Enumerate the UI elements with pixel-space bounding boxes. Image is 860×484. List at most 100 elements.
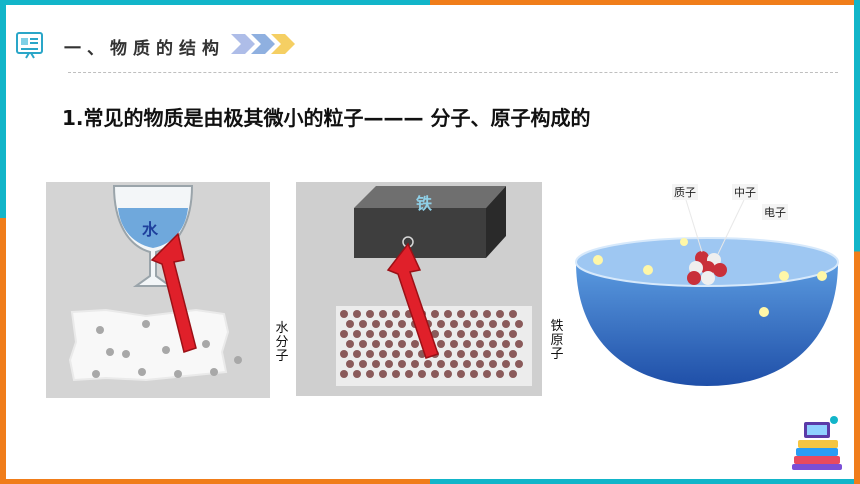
- iron-particle: [515, 340, 523, 348]
- iron-particle: [424, 360, 432, 368]
- iron-particle: [489, 360, 497, 368]
- iron-particle: [385, 320, 393, 328]
- iron-particle: [359, 360, 367, 368]
- iron-particle: [509, 350, 517, 358]
- iron-particle: [411, 360, 419, 368]
- iron-particle: [372, 340, 380, 348]
- iron-particle: [392, 310, 400, 318]
- iron-atom-figure: 铁: [296, 182, 542, 396]
- water-molecule-figure: 水: [46, 182, 270, 398]
- bottom-accent-bar-orange: [0, 479, 430, 484]
- iron-particle: [340, 350, 348, 358]
- iron-particle: [353, 350, 361, 358]
- iron-particle: [353, 370, 361, 378]
- iron-particle: [489, 340, 497, 348]
- iron-particle: [496, 350, 504, 358]
- iron-particle: [476, 360, 484, 368]
- iron-particle: [385, 340, 393, 348]
- iron-particle: [379, 370, 387, 378]
- iron-particle: [483, 370, 491, 378]
- iron-particle: [502, 340, 510, 348]
- iron-particle: [457, 370, 465, 378]
- presentation-board-icon: [14, 28, 46, 64]
- iron-particle: [346, 340, 354, 348]
- iron-particle: [353, 310, 361, 318]
- bottom-accent-bar: [430, 479, 860, 484]
- iron-particle: [379, 310, 387, 318]
- iron-particle: [437, 360, 445, 368]
- iron-particle: [372, 320, 380, 328]
- iron-particle: [470, 330, 478, 338]
- triple-chevron-right-icon: [231, 31, 301, 61]
- iron-particle: [340, 310, 348, 318]
- iron-particle: [346, 360, 354, 368]
- iron-particle: [450, 360, 458, 368]
- iron-particle: [483, 310, 491, 318]
- iron-particle: [483, 330, 491, 338]
- iron-particle: [340, 370, 348, 378]
- iron-particle: [437, 320, 445, 328]
- iron-particle: [463, 340, 471, 348]
- iron-particle: [431, 310, 439, 318]
- neutron-label: 中子: [732, 184, 758, 200]
- iron-particle: [476, 340, 484, 348]
- iron-particle: [457, 350, 465, 358]
- iron-particle: [509, 370, 517, 378]
- iron-particle: [444, 370, 452, 378]
- iron-particle: [431, 330, 439, 338]
- atom-structure-figure: 质子 中子 电子: [574, 180, 840, 394]
- iron-particle: [398, 360, 406, 368]
- iron-particle: [483, 350, 491, 358]
- iron-particle: [450, 320, 458, 328]
- iron-particle: [515, 360, 523, 368]
- iron-particle: [405, 350, 413, 358]
- iron-particle: [366, 330, 374, 338]
- iron-particle: [509, 330, 517, 338]
- iron-particle: [392, 330, 400, 338]
- top-accent-bar-orange: [430, 0, 860, 5]
- iron-particle: [476, 320, 484, 328]
- iron-particle: [509, 310, 517, 318]
- iron-particle: [515, 320, 523, 328]
- iron-particle: [353, 330, 361, 338]
- iron-particle: [450, 340, 458, 348]
- section-title: 一、物质的结构: [64, 38, 225, 59]
- iron-particle: [463, 320, 471, 328]
- right-accent-bar: [854, 0, 860, 484]
- iron-particle: [444, 310, 452, 318]
- iron-particle: [379, 350, 387, 358]
- iron-particle: [437, 340, 445, 348]
- books-and-computer-icon: [790, 412, 846, 474]
- iron-particle: [470, 370, 478, 378]
- iron-particle: [457, 330, 465, 338]
- iron-particle: [457, 310, 465, 318]
- iron-particle: [411, 340, 419, 348]
- electron-label: 电子: [762, 204, 788, 220]
- main-statement: 1.常见的物质是由极其微小的粒子——— 分子、原子构成的: [62, 106, 591, 130]
- proton-label: 质子: [672, 184, 698, 200]
- iron-atom-label: 铁原子: [550, 319, 564, 362]
- iron-particle: [346, 320, 354, 328]
- iron-particle: [502, 320, 510, 328]
- left-accent-bar: [0, 0, 6, 484]
- iron-particle: [379, 330, 387, 338]
- iron-particle: [470, 350, 478, 358]
- iron-particle: [405, 370, 413, 378]
- iron-particle: [496, 330, 504, 338]
- iron-particle: [392, 350, 400, 358]
- iron-particle: [418, 370, 426, 378]
- water-molecule-label: 水分子: [275, 321, 289, 364]
- iron-block-text: 铁: [416, 194, 433, 213]
- iron-particle: [489, 320, 497, 328]
- iron-particle: [372, 360, 380, 368]
- section-header: 一、物质的结构: [14, 26, 301, 66]
- iron-particle: [463, 360, 471, 368]
- iron-particle: [470, 310, 478, 318]
- iron-particle: [385, 360, 393, 368]
- iron-particle: [405, 330, 413, 338]
- iron-particle: [444, 330, 452, 338]
- iron-particle: [444, 350, 452, 358]
- glass-text: 水: [142, 220, 159, 239]
- iron-particle: [359, 340, 367, 348]
- iron-particle: [398, 340, 406, 348]
